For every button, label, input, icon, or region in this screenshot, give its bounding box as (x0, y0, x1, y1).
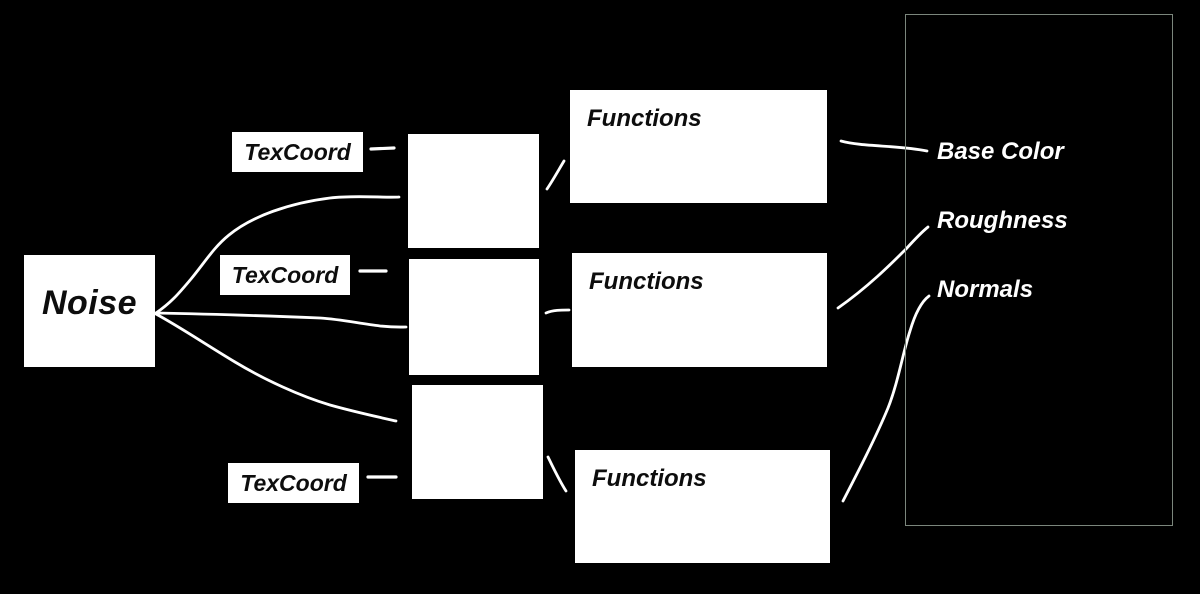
output-base-color-label: Base Color (937, 138, 1064, 165)
node-functions-2: Functions (572, 253, 827, 367)
material-output-panel (905, 14, 1173, 526)
node-noise-label: Noise (41, 283, 138, 322)
node-texcoord-1: TexCoord (232, 132, 363, 172)
wire-box1-to-functions1 (545, 159, 566, 191)
wire-noise-to-box2 (154, 311, 408, 329)
stub-texcoord1-to-box1 (369, 146, 396, 151)
node-functions-1-label: Functions (587, 105, 702, 132)
node-texcoord-2: TexCoord (220, 255, 350, 295)
node-blank-box-2 (409, 259, 539, 375)
node-functions-3-label: Functions (592, 465, 707, 492)
node-noise: Noise (24, 255, 155, 367)
wire-noise-to-box3 (154, 312, 398, 423)
wire-box2-to-functions2 (544, 308, 571, 315)
node-functions-1: Functions (570, 90, 827, 203)
wire-box3-to-functions3 (546, 455, 568, 493)
node-texcoord-3: TexCoord (228, 463, 359, 503)
node-blank-box-1 (408, 134, 539, 248)
output-normals-label: Normals (937, 276, 1034, 303)
node-functions-3: Functions (575, 450, 830, 563)
node-blank-box-3 (412, 385, 543, 499)
output-roughness-label: Roughness (937, 207, 1068, 234)
node-texcoord-1-label: TexCoord (244, 138, 351, 165)
node-texcoord-3-label: TexCoord (240, 469, 347, 496)
node-texcoord-2-label: TexCoord (231, 261, 339, 288)
node-functions-2-label: Functions (589, 268, 704, 295)
